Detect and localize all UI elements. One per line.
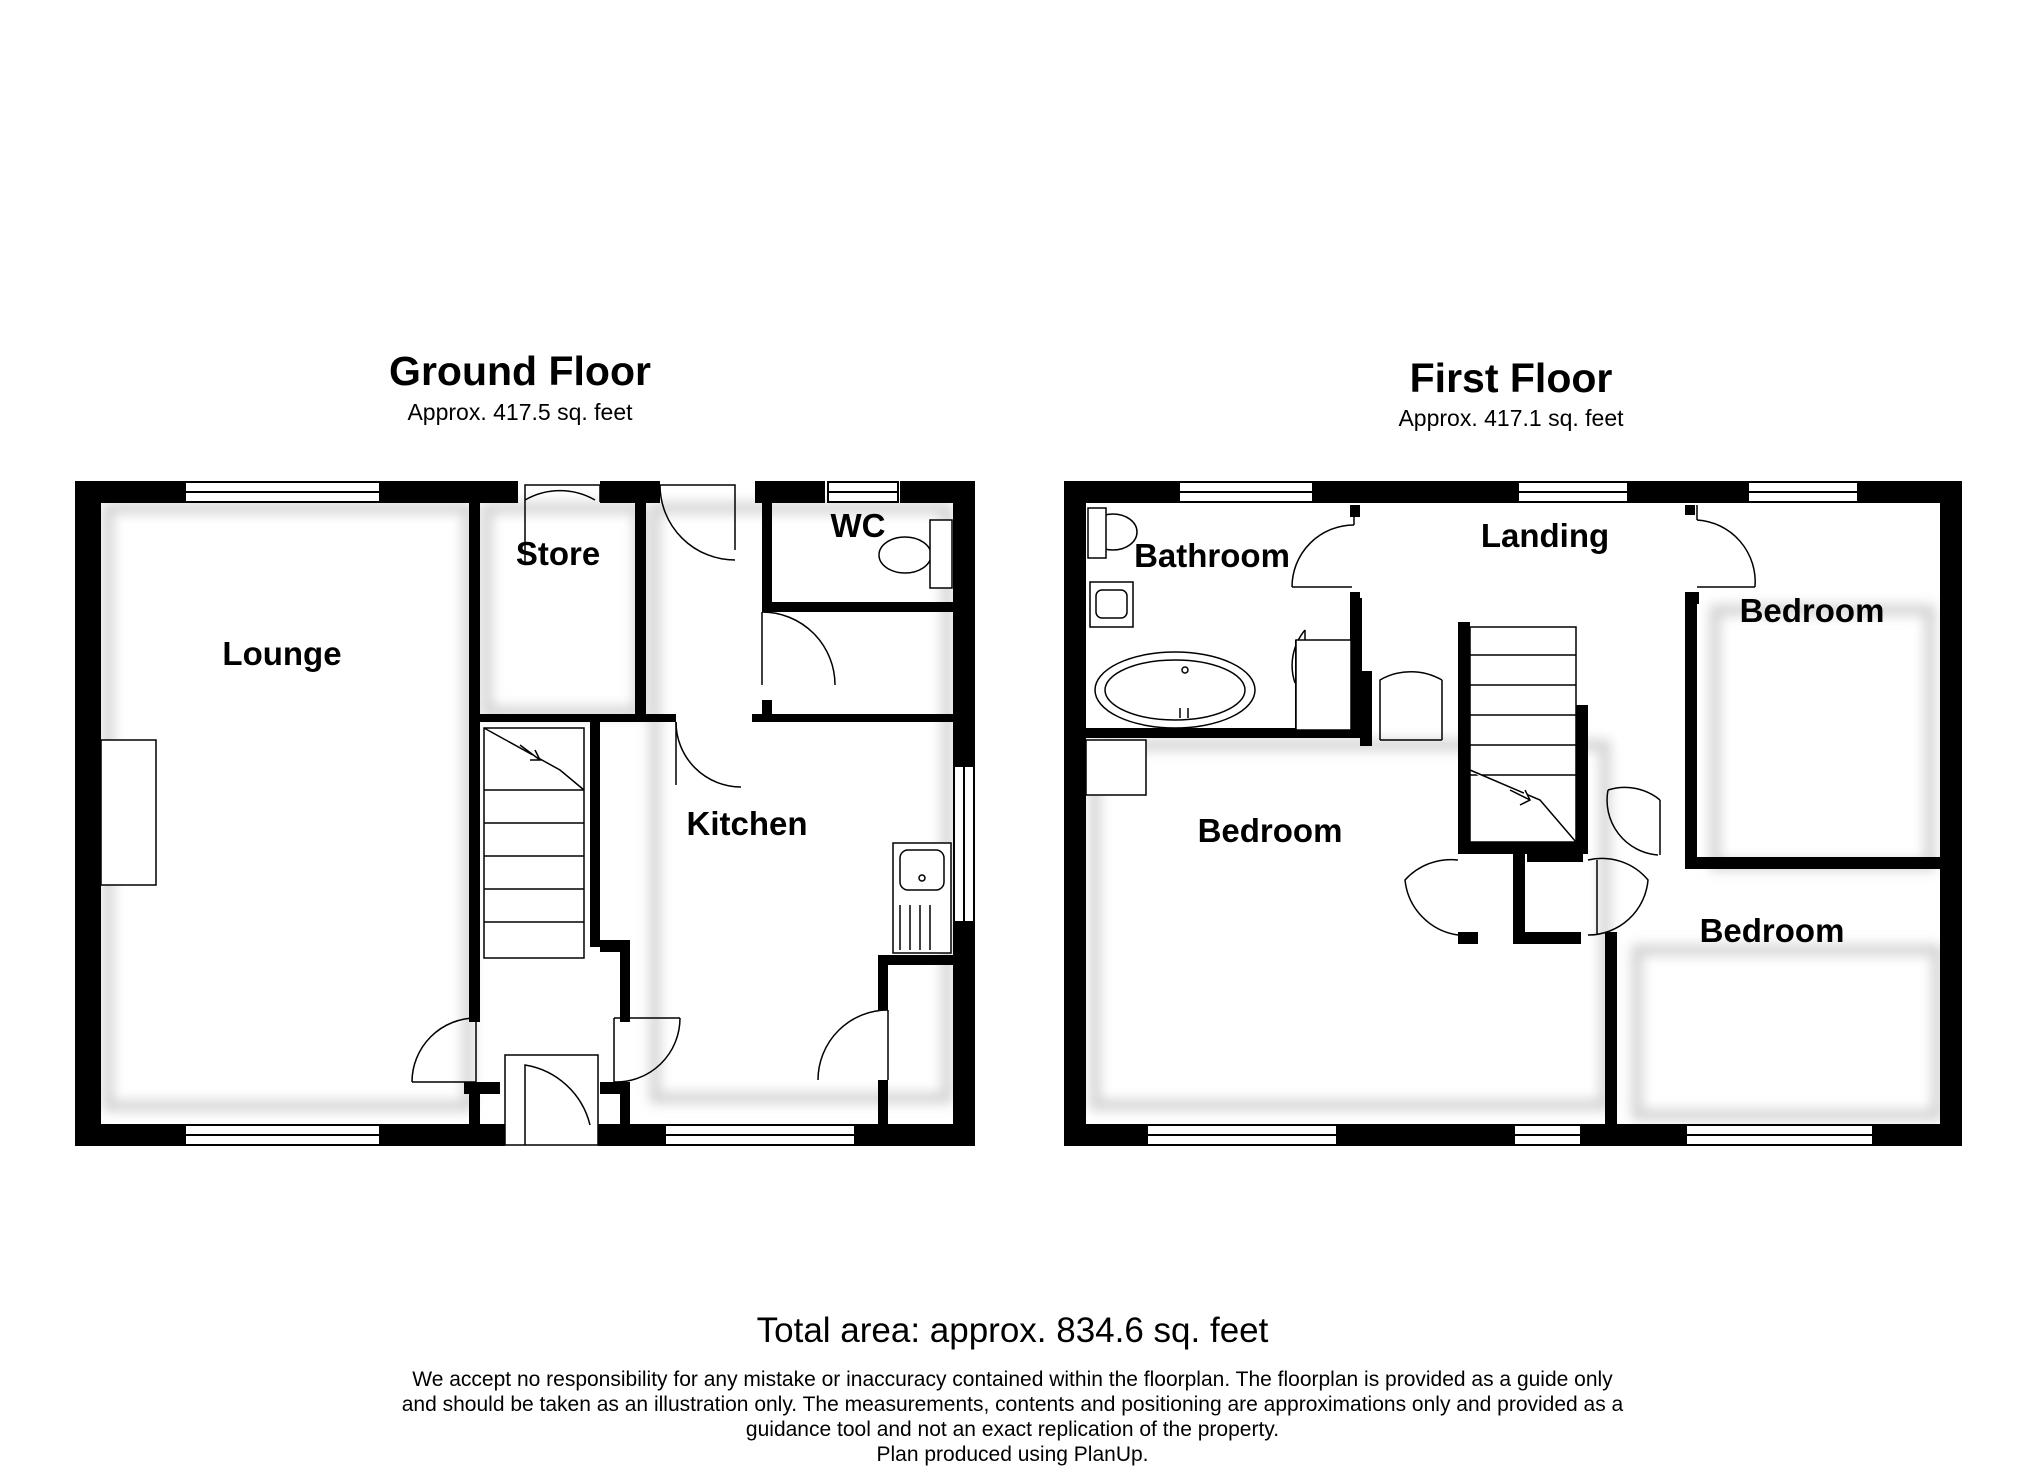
ground-floor-stairs bbox=[483, 727, 585, 959]
room-label-lounge: Lounge bbox=[222, 635, 341, 672]
room-label-wc: WC bbox=[831, 507, 886, 544]
ground-floor-area: Approx. 417.5 sq. feet bbox=[407, 399, 633, 425]
ground-floor-title: Ground Floor bbox=[389, 348, 651, 394]
disclaimer-line: We accept no responsibility for any mist… bbox=[412, 1368, 1613, 1391]
first-floor-stairs bbox=[1469, 626, 1577, 843]
ground-floor-doors bbox=[411, 484, 889, 1146]
first-floor-title: First Floor bbox=[1409, 355, 1613, 401]
ground-floor-outer-walls bbox=[75, 481, 975, 1146]
room-label-store: Store bbox=[516, 535, 600, 572]
room-label-bedroom-right: Bedroom bbox=[1740, 592, 1885, 629]
disclaimer-line: guidance tool and not an exact replicati… bbox=[745, 1418, 1280, 1441]
first-floor-area: Approx. 417.1 sq. feet bbox=[1398, 405, 1624, 431]
first-floor-shading bbox=[1090, 605, 1942, 1120]
disclaimer-line: Plan produced using PlanUp. bbox=[876, 1443, 1149, 1466]
first-floor-plan: Bathroom Landing Bedroom Bedroom Bedroom bbox=[1064, 481, 1962, 1146]
first-floor-fixtures bbox=[1085, 507, 1352, 796]
first-floor-inner-walls bbox=[1086, 505, 1962, 1146]
room-label-bedroom-lower: Bedroom bbox=[1700, 912, 1845, 949]
room-label-landing: Landing bbox=[1481, 517, 1609, 554]
first-floor-windows bbox=[1146, 481, 1874, 1146]
room-label-bathroom: Bathroom bbox=[1134, 537, 1290, 574]
ground-floor-windows bbox=[184, 481, 975, 1146]
ground-floor-plan: Lounge Store WC Kitchen bbox=[75, 481, 975, 1146]
disclaimer: We accept no responsibility for any mist… bbox=[0, 1367, 2025, 1467]
room-label-kitchen: Kitchen bbox=[686, 805, 807, 842]
ground-floor-inner-walls bbox=[464, 500, 962, 1146]
disclaimer-line: and should be taken as an illustration o… bbox=[401, 1393, 1624, 1416]
room-label-bedroom-main: Bedroom bbox=[1198, 812, 1343, 849]
total-area: Total area: approx. 834.6 sq. feet bbox=[756, 1311, 1269, 1350]
ground-floor-fixtures bbox=[100, 519, 953, 954]
